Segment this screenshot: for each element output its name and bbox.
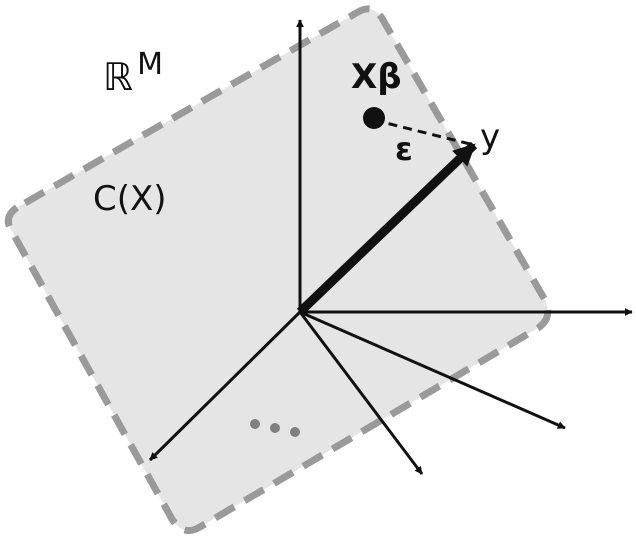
residual-label: ε [395, 130, 413, 168]
axis-down-left [148, 310, 302, 462]
axis-down-right [299, 310, 566, 430]
response-label: y [480, 117, 500, 157]
space-superscript: M [137, 47, 163, 82]
subspace-label: C(X) [93, 179, 167, 219]
fitted-label: Xβ [351, 57, 402, 97]
ellipsis-dots-icon [250, 419, 300, 437]
axis-down [298, 311, 424, 475]
residual-line [373, 118, 475, 147]
response-vector [296, 141, 478, 316]
column-space-plane [4, 5, 552, 535]
fitted-point [363, 107, 385, 129]
